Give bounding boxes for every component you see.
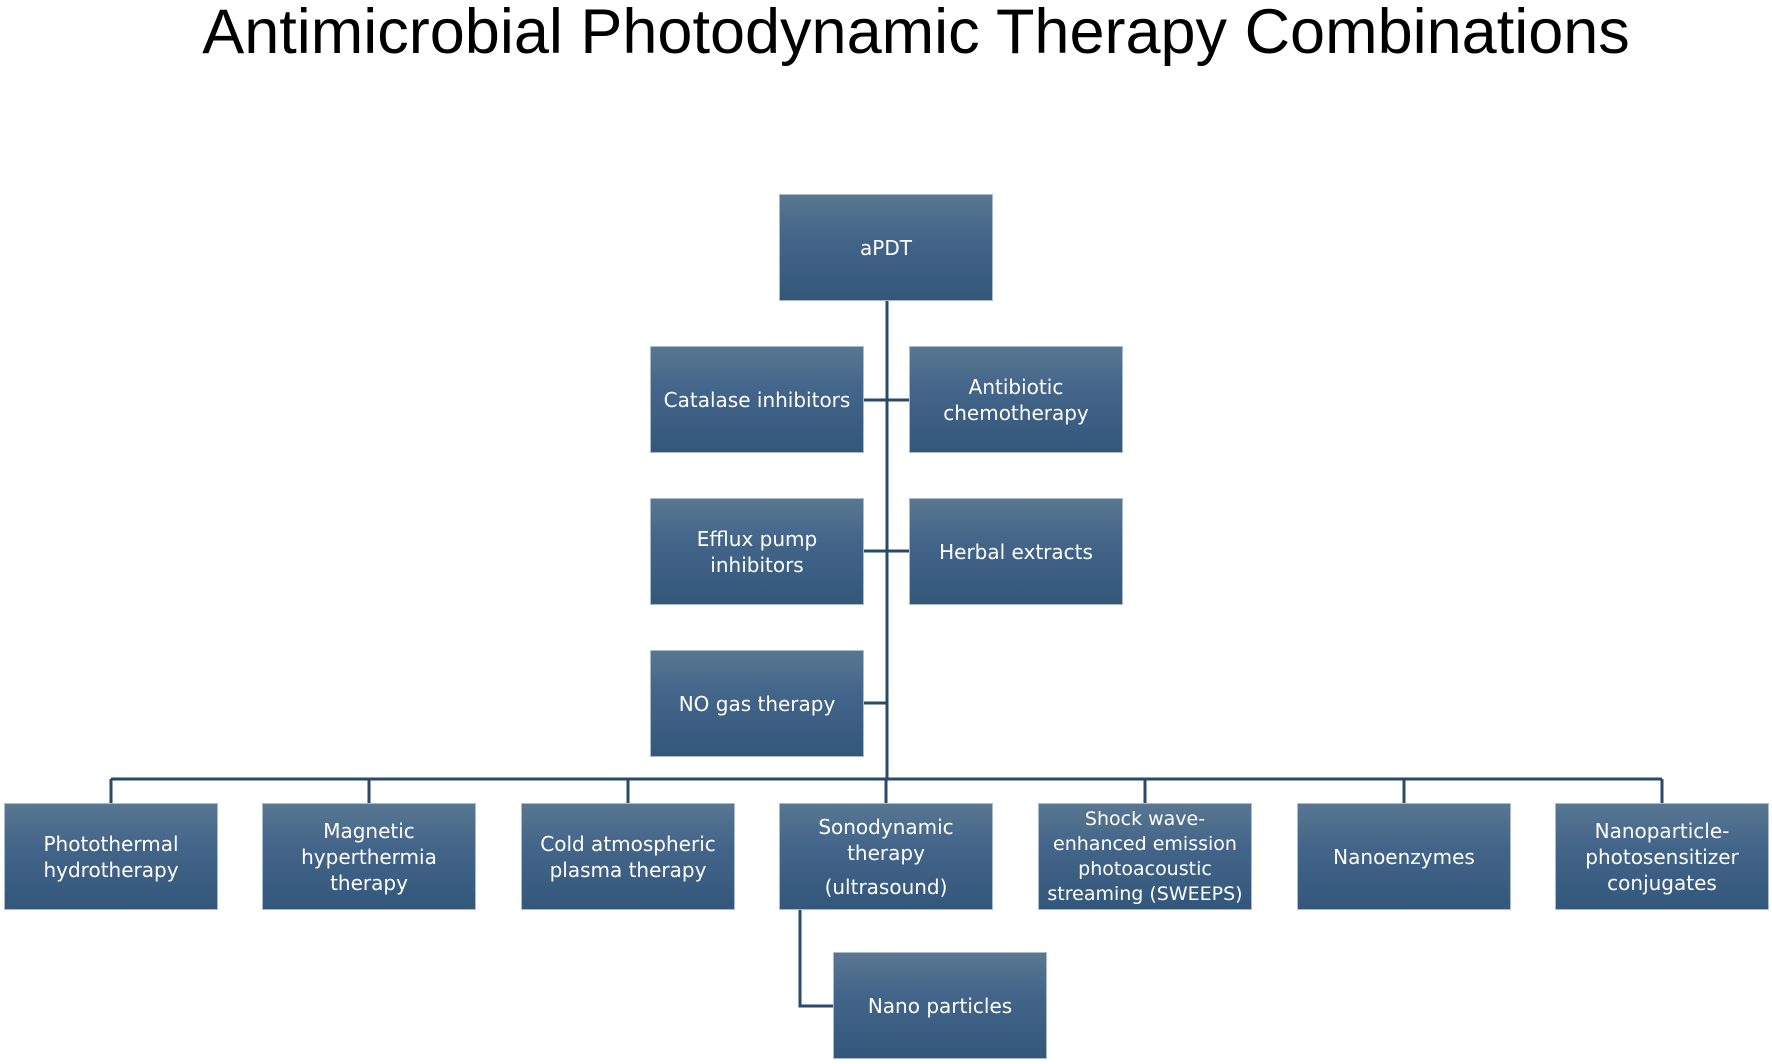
node-label: Catalase inhibitors (663, 387, 851, 412)
node-label: Cold atmospheric plasma therapy (540, 831, 716, 882)
node-nanoparticle-conjugates: Nanoparticle-photosensitizer conjugates (1555, 803, 1769, 910)
node-label: Nano particles (867, 993, 1013, 1018)
node-antibiotic-chemotherapy: Antibiotic chemotherapy (909, 346, 1123, 453)
node-nano-particles: Nano particles (833, 952, 1047, 1059)
node-catalase-inhibitors: Catalase inhibitors (650, 346, 864, 453)
node-magnetic-hyperthermia: Magnetic hyperthermia therapy (262, 803, 476, 910)
node-efflux-pump-inhibitors: Efflux pump inhibitors (650, 498, 864, 605)
node-sublabel: (ultrasound) (824, 874, 948, 899)
node-label: Herbal extracts (939, 539, 1093, 564)
node-label: Shock wave-enhanced emission photoacoust… (1047, 807, 1243, 905)
node-label: Magnetic hyperthermia therapy (301, 818, 437, 895)
node-photothermal-hydrotherapy: Photothermal hydrotherapy (4, 803, 218, 910)
node-cold-atmospheric-plasma: Cold atmospheric plasma therapy (521, 803, 735, 910)
branch-nano-particles (798, 910, 833, 1008)
node-nanoenzymes: Nanoenzymes (1297, 803, 1511, 910)
node-label: Nanoparticle-photosensitizer conjugates (1585, 818, 1739, 895)
node-label: Antibiotic chemotherapy (943, 374, 1089, 425)
node-label: aPDT (860, 235, 912, 260)
node-sonodynamic-therapy: Sonodynamic therapy (ultrasound) (779, 803, 993, 910)
node-no-gas-therapy: NO gas therapy (650, 650, 864, 757)
node-apdt: aPDT (779, 194, 993, 301)
node-sweeps: Shock wave-enhanced emission photoacoust… (1038, 803, 1252, 910)
node-label: Efflux pump inhibitors (696, 526, 818, 577)
node-label: Photothermal hydrotherapy (43, 831, 179, 882)
node-herbal-extracts: Herbal extracts (909, 498, 1123, 605)
diagram-title: Antimicrobial Photodynamic Therapy Combi… (202, 0, 1630, 67)
node-label: Nanoenzymes (1333, 844, 1475, 869)
node-label: NO gas therapy (678, 691, 836, 716)
node-label: Sonodynamic therapy (818, 814, 954, 865)
